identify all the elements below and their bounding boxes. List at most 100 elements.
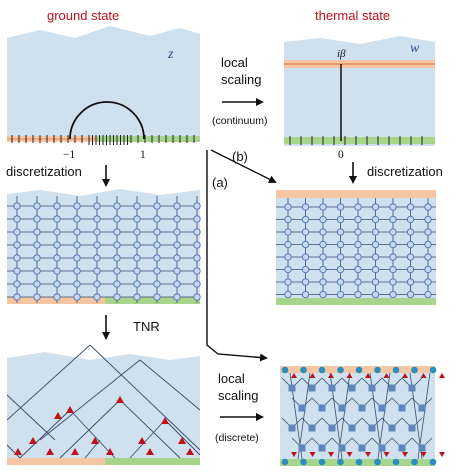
lattice-node [301, 253, 310, 261]
lattice-node [173, 228, 181, 236]
discretization-right-label: discretization [367, 164, 443, 179]
lattice-node [173, 202, 181, 210]
lattice-node [33, 267, 41, 275]
lattice-node [73, 228, 81, 236]
z-label: z [167, 47, 174, 62]
lattice-node [319, 253, 327, 261]
lattice-node [354, 228, 362, 236]
tensor-square [368, 424, 376, 432]
tick-label-minus-one: −1 [63, 149, 75, 161]
tensor-triangle [116, 396, 124, 403]
tensor-triangle [346, 373, 353, 378]
network-line [139, 359, 201, 411]
lattice-node [13, 228, 21, 236]
tensor-square [368, 384, 376, 392]
lattice-node [336, 265, 345, 274]
tensor-triangle [328, 373, 334, 378]
lattice-node [371, 265, 380, 274]
ground-state-title: ground state [47, 8, 119, 23]
ground-state-plane: −1 1 z [7, 26, 200, 161]
lattice-node [153, 267, 161, 275]
lattice-node [33, 215, 41, 223]
lattice-node [336, 240, 345, 249]
lattice-node [113, 293, 121, 301]
lattice-node [53, 202, 61, 210]
corner-arrow-icon [206, 150, 268, 362]
tensor-square [388, 384, 396, 392]
network-line [119, 399, 181, 459]
lattice-node [284, 253, 292, 261]
tick-label-one: 1 [140, 149, 146, 161]
tensor-triangle [91, 437, 99, 444]
boundary-circle [411, 458, 418, 466]
local-scaling-bottom-line1: local [218, 371, 245, 386]
tensor-square [398, 404, 406, 412]
lattice-node [13, 202, 21, 210]
network-line [6, 444, 21, 459]
lattice-node [336, 253, 345, 261]
lattice-node [113, 228, 121, 236]
tensor-triangle [383, 452, 390, 457]
lattice-node [371, 203, 380, 211]
lattice-node [53, 280, 61, 288]
boundary-circle [318, 366, 326, 374]
boundary-circle [411, 366, 418, 374]
lattice-node [371, 253, 380, 261]
boundary-circle [337, 366, 344, 374]
tensor-triangle [161, 417, 169, 424]
tensor-triangle [186, 448, 194, 455]
lattice-node [389, 253, 397, 261]
lattice-node [424, 228, 432, 236]
lattice-node [173, 241, 181, 249]
boundary-circle [374, 366, 381, 374]
tensor-triangle [420, 373, 427, 378]
lattice-node [301, 290, 310, 299]
lattice-node [336, 228, 345, 236]
lattice-node [319, 228, 327, 236]
tensor-square [328, 424, 336, 432]
tensor-square [418, 444, 426, 452]
lattice-node [301, 240, 310, 249]
lattice-node [133, 241, 141, 249]
lattice-node [336, 290, 345, 299]
lattice-node [424, 240, 432, 249]
lattice-node [406, 290, 415, 299]
boundary-circle [355, 366, 363, 374]
lattice-node [371, 240, 380, 249]
tensor-triangle [71, 448, 79, 455]
lattice-node [93, 293, 101, 301]
boundary-circle [300, 458, 307, 466]
lattice-node [153, 293, 161, 301]
tensor-triangle [439, 373, 445, 378]
lattice-node [301, 203, 310, 211]
tensor-triangle [439, 452, 445, 457]
discretization-left-label: discretization [6, 164, 82, 179]
lattice-node [53, 254, 61, 262]
lattice-node [113, 280, 121, 288]
lattice-node [389, 290, 397, 299]
tensor-triangle [54, 412, 62, 419]
lattice-node [301, 228, 310, 236]
lattice-node [133, 293, 141, 301]
lattice-node [354, 290, 362, 299]
lattice-node [406, 240, 415, 249]
tensor-triangle [138, 437, 146, 444]
lattice-node [133, 228, 141, 236]
tensor-square [358, 404, 366, 412]
lattice-node [93, 202, 101, 210]
lattice-node [173, 215, 181, 223]
lattice-node [133, 280, 141, 288]
tensor-triangle [309, 452, 316, 457]
tensor-square [378, 404, 386, 412]
tensor-square [418, 404, 426, 412]
network-line [19, 409, 71, 459]
lattice-node [153, 215, 161, 223]
strip-ticks [289, 136, 423, 145]
tensor-triangle [291, 373, 297, 378]
lattice-node [389, 265, 397, 274]
lattice-node [319, 215, 327, 224]
lattice-node [13, 293, 21, 301]
lattice-node [93, 267, 101, 275]
lattice-node [73, 202, 81, 210]
lattice-node [424, 265, 432, 274]
